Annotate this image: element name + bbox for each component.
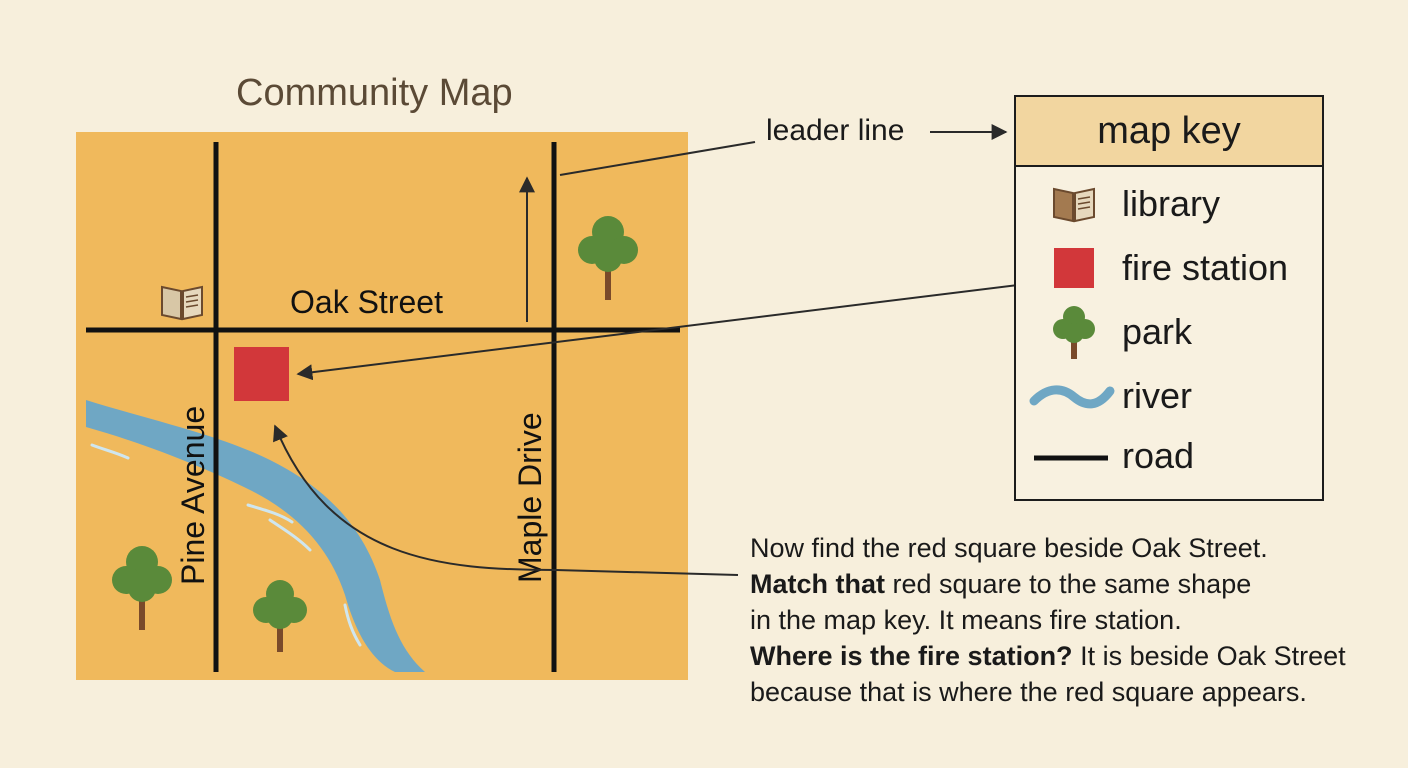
roads — [86, 142, 680, 672]
instruction-line-3: in the map key. It means fire station. — [750, 605, 1182, 635]
leader-lines — [273, 124, 1043, 576]
tree-icon — [578, 216, 638, 300]
leader-line-label: leader line — [766, 114, 905, 147]
river-ripples — [90, 443, 362, 647]
red-square-icon — [1054, 248, 1094, 288]
instruction-line-5: because that is where the red square app… — [750, 677, 1307, 707]
line-icon — [1034, 455, 1108, 461]
instructions-text: Now find the red square beside Oak Stree… — [750, 530, 1400, 710]
key-label-park: park — [1122, 311, 1193, 352]
key-item-road: road — [1016, 429, 1322, 483]
instruction-leader — [555, 569, 739, 576]
tree-icon — [1053, 306, 1095, 361]
key-item-river: river — [1016, 369, 1322, 423]
key-label-road: road — [1122, 435, 1195, 476]
instruction-line-1: Now find the red square beside Oak Stree… — [750, 533, 1268, 563]
wave-icon — [1029, 385, 1115, 409]
map-title: Community Map — [236, 72, 513, 114]
book-icon — [161, 285, 203, 321]
oak-street-label: Oak Street — [290, 284, 443, 320]
curved-arrow — [273, 424, 557, 571]
tree-icon — [253, 580, 307, 652]
fire-station-arrow — [296, 281, 1043, 381]
leader-line-to-label — [559, 141, 756, 176]
instruction-line-4: Where is the fire station? It is beside … — [750, 641, 1346, 671]
river — [86, 400, 425, 672]
key-label-library: library — [1122, 183, 1221, 224]
key-item-fire-station: fire station — [1016, 241, 1322, 295]
maple-drive-label: Maple Drive — [512, 412, 548, 583]
instruction-line-2: Match that red square to the same shape — [750, 569, 1252, 599]
map-key-header: map key — [1016, 97, 1322, 167]
key-item-library: library — [1016, 177, 1322, 231]
map-key: map key library fire station — [1014, 95, 1324, 501]
key-item-park: park — [1016, 305, 1322, 361]
pine-avenue-label: Pine Avenue — [175, 406, 211, 585]
book-icon — [1053, 187, 1095, 223]
tree-icon — [112, 546, 172, 630]
key-label-river: river — [1122, 375, 1192, 416]
fire-station-square — [234, 347, 289, 401]
key-label-fire-station: fire station — [1122, 247, 1289, 288]
